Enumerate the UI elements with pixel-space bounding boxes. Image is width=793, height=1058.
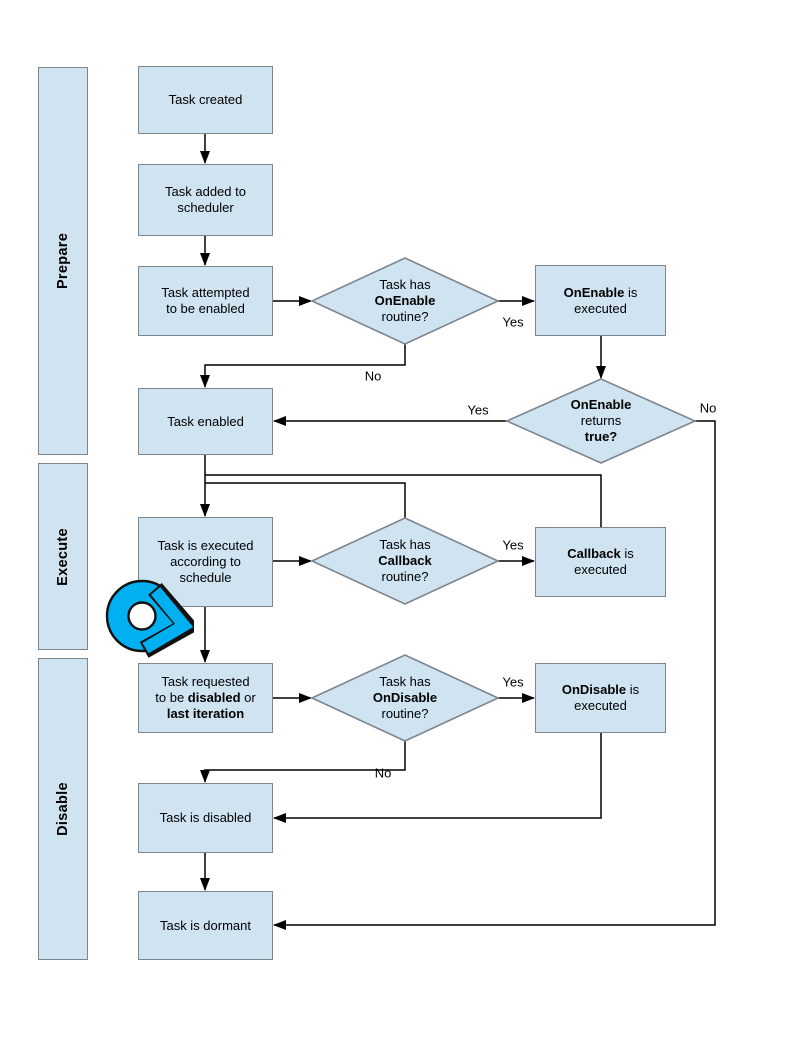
label-ondisable-yes: Yes xyxy=(502,674,524,690)
edge-onenable-no xyxy=(200,344,406,388)
node-ondisable-executed: OnDisable is executed xyxy=(535,663,666,733)
label-onenable-no: No xyxy=(364,368,382,384)
node-task-created: Task created xyxy=(138,66,273,134)
node-callback-executed: Callback is executed xyxy=(535,527,666,597)
node-task-added-to-scheduler: Task added to scheduler xyxy=(138,164,273,236)
label-callback-yes: Yes xyxy=(502,537,524,553)
label-ondisable-no: No xyxy=(374,765,392,781)
node-task-enabled: Task enabled xyxy=(138,388,273,455)
node-task-attempted-enabled: Task attempted to be enabled xyxy=(138,266,273,336)
decision-has-ondisable-shape xyxy=(310,654,500,742)
decision-onenable-true-shape xyxy=(505,378,697,464)
decision-has-onenable-shape xyxy=(310,257,500,345)
edge-ondisable-no xyxy=(200,741,406,783)
label-true-no: No xyxy=(699,400,717,416)
label-onenable-yes: Yes xyxy=(502,314,524,330)
lane-disable: Disable xyxy=(38,658,88,960)
edge-true-no-to-dormant xyxy=(273,420,716,930)
node-task-requested-disabled: Task requested to be disabled or last it… xyxy=(138,663,273,733)
lane-prepare: Prepare xyxy=(38,67,88,455)
node-task-dormant: Task is dormant xyxy=(138,891,273,960)
node-onenable-executed: OnEnable is executed xyxy=(535,265,666,336)
edge-callbackexec-loop-back xyxy=(205,474,602,527)
decision-has-callback-shape xyxy=(310,517,500,605)
loop-icon xyxy=(105,579,194,658)
label-true-yes: Yes xyxy=(467,402,489,418)
node-task-disabled: Task is disabled xyxy=(138,783,273,853)
lane-execute: Execute xyxy=(38,463,88,650)
edge-callback-decision-loop-back xyxy=(205,482,406,518)
edge-ondisableexec-to-disabled xyxy=(273,733,602,823)
